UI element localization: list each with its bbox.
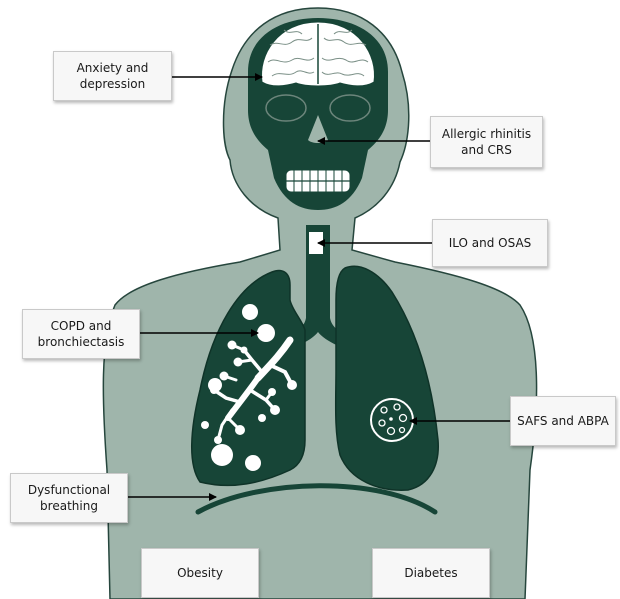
label-diabetes-text: Diabetes bbox=[404, 565, 457, 581]
label-ilo-osas: ILO and OSAS bbox=[432, 219, 548, 267]
fungal-spores-icon bbox=[371, 399, 413, 441]
label-copd-text: COPD and bronchiectasis bbox=[29, 318, 133, 350]
label-safs-abpa: SAFS and ABPA bbox=[510, 396, 616, 446]
label-dysfunctional-text: Dysfunctional breathing bbox=[17, 482, 121, 514]
label-safs-text: SAFS and ABPA bbox=[517, 413, 609, 429]
label-copd-bronchiectasis: COPD and bronchiectasis bbox=[22, 309, 140, 359]
label-dysfunctional-breathing: Dysfunctional breathing bbox=[10, 473, 128, 523]
label-anxiety-depression: Anxiety and depression bbox=[53, 51, 172, 101]
label-obesity: Obesity bbox=[141, 548, 259, 598]
label-allergic-rhinitis: Allergic rhinitis and CRS bbox=[430, 116, 543, 168]
teeth bbox=[286, 170, 350, 192]
label-obesity-text: Obesity bbox=[177, 565, 223, 581]
label-diabetes: Diabetes bbox=[372, 548, 490, 598]
label-anxiety-text: Anxiety and depression bbox=[60, 60, 165, 92]
label-ilo-text: ILO and OSAS bbox=[449, 235, 532, 251]
label-rhinitis-text: Allergic rhinitis and CRS bbox=[437, 126, 536, 158]
